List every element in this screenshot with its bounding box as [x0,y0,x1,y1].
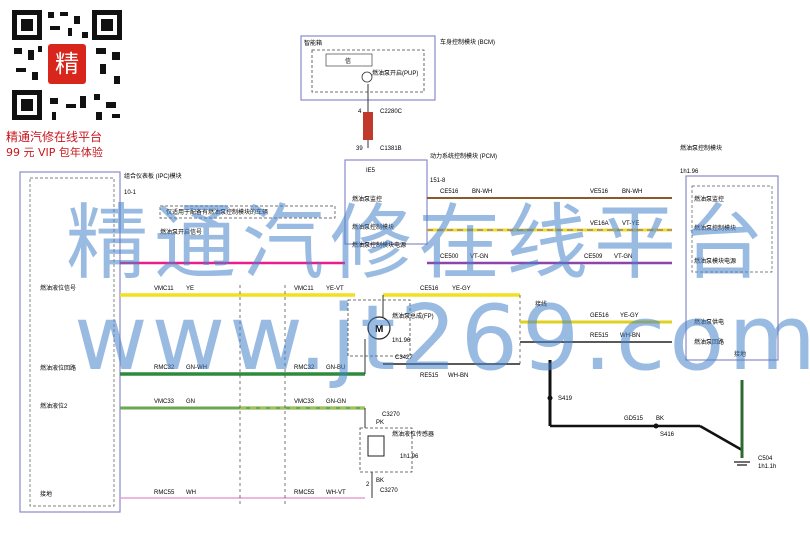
wire-color-11: GN-GN [326,399,346,405]
bcm-switch-icon [361,71,373,83]
wire-label-12: RMC55 [154,490,175,496]
ipc-module-box [19,171,121,513]
fpcm-row-0: 燃油泵监控 [694,195,724,203]
fpcm-row-1: 燃油泵控制模块 [694,224,736,232]
fpcm-lower-0: 燃油泵供电 [694,318,724,326]
ipc-row-3: 接地 [40,490,52,498]
wire-label-9: RMC32 [294,365,315,371]
bcm-box-label: 智能箱 [304,39,322,47]
connector-c504-ref: 1h1.1h [758,464,776,470]
ipc-row-0: 燃油液位信号 [40,284,76,292]
wire-color-4: VT-GN [614,254,632,260]
wire-label-8: RMC32 [154,365,175,371]
wire-color-2: VT-YE [622,221,639,227]
fpcm-pin-ref: 1h1.96 [680,169,699,175]
pcm-pin-es: IE5 [366,168,376,174]
wire-label-5: VMC11 [154,286,174,292]
fuel-pump-box [347,299,411,357]
ipc-pin-ref: 10-1 [124,190,137,196]
pcm-row-2: 燃油泵控制模块电源 [352,241,406,249]
wire-color-10: GN [186,399,195,405]
wire-color-12: WH [186,490,196,496]
relay-label: 接线 [535,300,547,308]
wire-label-13: RMC55 [294,490,315,496]
wire-color-9: GN-BU [326,365,345,371]
bcm-switch-label: 燃油泵开启(PUP) [372,69,418,77]
wire-color-1: BN-WH [622,189,642,195]
pcm-row-0: 燃油泵监控 [352,195,382,203]
pin-4-label: 4 [358,109,362,115]
wire-label-7: CE516 [420,286,439,292]
wire-color-17: BK [656,416,664,422]
wire-label-0: CE516 [440,189,459,195]
qr-badge-text: 精 [55,50,79,78]
fpcm-lower-1: 燃油泵回路 [694,338,724,346]
wire-label-4: CE509 [584,254,603,260]
pcm-title: 动力系统控制模块 (PCM) [430,152,497,160]
wire-label-1: VE516 [590,189,609,195]
pin-2-label: 2 [366,482,370,488]
connector-c2280c: C2280C [380,109,403,115]
wire-label-14: RE515 [420,373,439,379]
fuel-pump-icon [367,316,391,340]
wire-label-11: VMC33 [294,399,315,405]
wire-color-14: WH-BN [448,373,468,379]
brand-title: 精通汽修在线平台 [6,130,103,144]
fpcm-row-2: 燃油泵模块电源 [694,257,736,265]
connector-c3427: C3427 [395,355,413,361]
fuel-sender-icon [367,435,385,457]
fuel-sender-pk: PK [376,420,384,426]
svg-text:M: M [375,324,383,335]
wire-label-6: VMC11 [294,286,314,292]
fpcm-title: 燃油泵控制模块 [680,144,722,152]
wire-label-15: GE516 [590,313,609,319]
pcm-row-1: 燃油泵控制模块 [352,223,394,231]
wire-color-8: GN-WH [186,365,207,371]
pcm-module-box [344,159,428,245]
wire-color-3: VT-GN [470,254,488,260]
connector-c504: C504 [758,456,773,462]
fuel-sender-label: 燃油液位传感器 [392,430,434,438]
wire-color-15: YE-GY [620,313,639,319]
connector-c3270-top: C3270 [382,412,400,418]
wire-label-16: RE515 [590,333,609,339]
fuel-sender-ref: 1h1.96 [400,454,419,460]
pin-39-label: 39 [356,146,363,152]
fuel-pump-ref: 1h1.96 [392,338,411,344]
bcm-pcm-wire-highlight [363,112,373,140]
fpcm-module-box [685,175,779,361]
fuel-sender-bk: BK [376,478,384,484]
connector-c3270-bottom: C3270 [380,488,398,494]
splice-s416: S416 [660,432,675,438]
wire-color-16: WH-BN [620,333,640,339]
ipc-row-1: 燃油液位回路 [40,364,76,372]
fuel-pump-label: 燃油泵总成(FP) [392,312,434,320]
wire-color-13: WH-VT [326,490,346,496]
bcm-inner-label: 信 [345,57,351,65]
wire-color-7: YE-GY [452,286,471,292]
wire-color-6: YE-VT [326,286,344,292]
wire-color-0: BN-WH [472,189,492,195]
wire-label-2: VE16A [590,221,609,227]
splice-s419: S419 [558,396,573,402]
wire-label-3: CE500 [440,254,459,260]
bcm-title: 车身控制模块 (BCM) [440,38,495,46]
qr-code: 精 [8,6,126,124]
wire-label-17: GD515 [624,416,644,422]
note-2: 燃油泵开启信号 [160,228,202,236]
fpcm-ground: 接地 [734,350,746,358]
qr-badge [48,44,86,84]
fuel-sender-box [359,427,413,473]
connector-c1381b: C1381B [380,146,402,152]
brand-subtitle: 99 元 VIP 包年体验 [6,146,103,159]
ipc-row-2: 燃油液位2 [40,402,68,410]
note-1: 仅适用于配备有燃油泵控制模块的车辆 [166,208,268,216]
ipc-title: 组合仪表板 (IPC)模块 [124,172,182,180]
pcm-pin-ref: 151-8 [430,178,446,184]
wire-label-10: VMC33 [154,399,175,405]
wire-color-5: YE [186,286,194,292]
